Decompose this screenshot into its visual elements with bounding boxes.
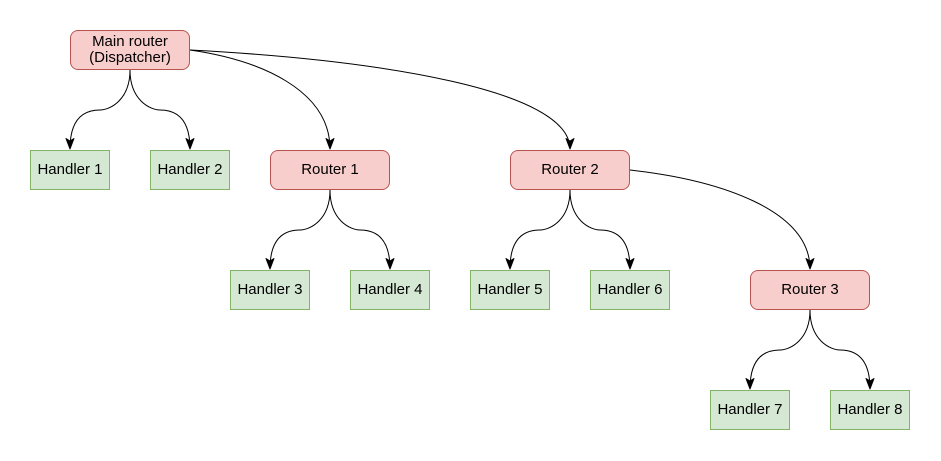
- node-router-1: Router 1: [270, 150, 390, 190]
- edge-main-router-to-handler-2: [129, 69, 195, 150]
- node-handler-3: Handler 3: [230, 270, 310, 310]
- node-label: Handler 2: [157, 161, 223, 178]
- node-label: Handler 1: [37, 161, 103, 178]
- node-label: Handler 6: [597, 281, 663, 298]
- node-handler-7: Handler 7: [710, 390, 790, 430]
- node-handler-2: Handler 2: [150, 150, 230, 190]
- node-label: Handler 7: [717, 401, 783, 418]
- edge-router-1-to-handler-4: [329, 189, 395, 270]
- node-handler-6: Handler 6: [590, 270, 670, 310]
- edge-router-2-to-handler-5: [505, 189, 571, 270]
- node-router-3: Router 3: [750, 270, 870, 310]
- edge-main-router-to-router-2: [189, 49, 575, 150]
- edge-router-1-to-handler-3: [265, 189, 331, 270]
- edge-router-3-to-handler-8: [809, 309, 875, 390]
- node-handler-8: Handler 8: [830, 390, 910, 430]
- edge-router-2-to-router-3: [629, 169, 815, 270]
- node-handler-4: Handler 4: [350, 270, 430, 310]
- node-main-router: Main router (Dispatcher): [70, 30, 190, 70]
- edge-main-router-to-handler-1: [65, 69, 131, 150]
- node-label: Handler 5: [477, 281, 543, 298]
- node-handler-5: Handler 5: [470, 270, 550, 310]
- edge-router-3-to-handler-7: [745, 309, 811, 390]
- node-label: Handler 3: [237, 281, 303, 298]
- node-label: Handler 8: [837, 401, 903, 418]
- node-handler-1: Handler 1: [30, 150, 110, 190]
- node-label: Router 3: [781, 281, 839, 298]
- node-label: Main router (Dispatcher): [89, 33, 171, 66]
- edge-router-2-to-handler-6: [569, 189, 635, 270]
- node-label: Router 2: [541, 161, 599, 178]
- node-router-2: Router 2: [510, 150, 630, 190]
- node-label: Router 1: [301, 161, 359, 178]
- node-label: Handler 4: [357, 281, 423, 298]
- edge-main-router-to-router-1: [189, 49, 335, 150]
